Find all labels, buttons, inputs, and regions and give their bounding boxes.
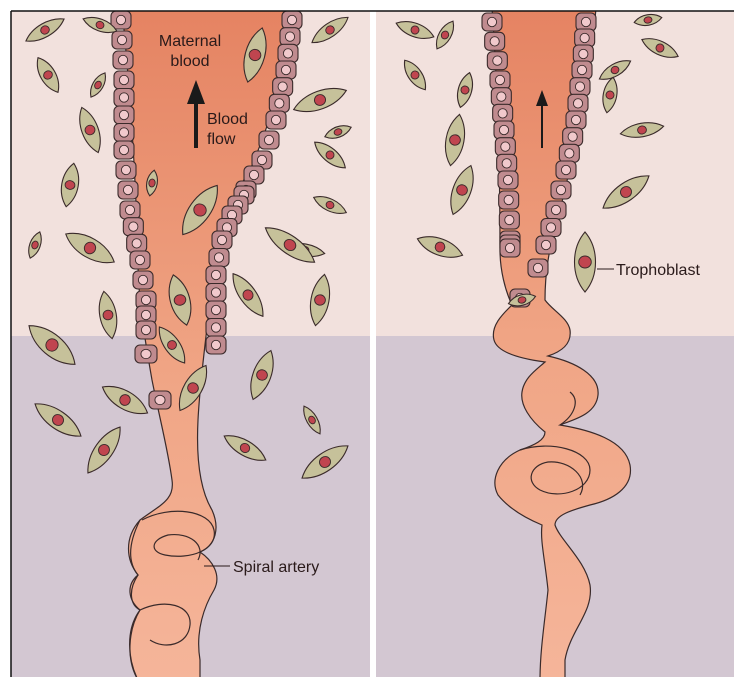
endothelial-cell: [566, 111, 586, 129]
endothelial-cell: [133, 271, 153, 289]
endothelial-cell: [206, 319, 226, 337]
endothelial-cell: [490, 71, 510, 89]
blood-flow-label: Blood: [207, 111, 248, 128]
endothelial-cell: [280, 28, 300, 46]
endothelial-cell: [485, 32, 505, 50]
endothelial-cell: [273, 78, 293, 96]
endothelial-cell: [206, 284, 226, 302]
blood-flow-label-2: flow: [207, 131, 236, 148]
endothelial-cell: [572, 61, 592, 79]
endothelial-cell: [114, 71, 134, 89]
endothelial-cell: [259, 131, 279, 149]
endothelial-cell: [499, 211, 519, 229]
endothelial-cell: [111, 11, 131, 29]
endothelial-cell: [135, 345, 157, 363]
endothelial-cell: [536, 236, 556, 254]
endothelial-cell: [114, 89, 134, 107]
endothelial-cell: [541, 219, 561, 237]
endothelial-cell: [114, 106, 134, 124]
endothelial-cell: [559, 144, 579, 162]
endothelial-cell: [498, 171, 518, 189]
endothelial-cell: [576, 13, 596, 31]
endothelial-cell: [206, 336, 226, 354]
endothelial-cell: [568, 94, 588, 112]
endothelial-cell: [149, 391, 171, 409]
endothelial-cell: [491, 88, 511, 106]
endothelial-cell: [497, 154, 517, 172]
right-panel: Trophoblast: [376, 8, 734, 677]
endothelial-cell: [551, 181, 571, 199]
endothelial-cell: [113, 51, 133, 69]
endothelial-cell: [112, 31, 132, 49]
endothelial-cell: [123, 218, 143, 236]
endothelial-cell: [127, 234, 147, 252]
panel-divider: [370, 11, 376, 677]
endothelial-cell: [500, 239, 520, 257]
endothelial-cell: [528, 259, 548, 277]
endothelial-cell: [114, 141, 134, 159]
endothelial-cell: [209, 249, 229, 267]
endothelial-cell: [499, 191, 519, 209]
endothelial-cell: [282, 11, 302, 29]
endothelial-cell: [495, 138, 515, 156]
endothelial-cell: [278, 44, 298, 62]
trophoblast-label: Trophoblast: [616, 262, 700, 279]
endothelial-cell: [493, 104, 513, 122]
maternal-blood-label: Maternal: [159, 33, 221, 50]
endothelial-cell: [573, 45, 593, 63]
endothelial-cell: [136, 321, 156, 339]
endothelial-cell: [114, 124, 134, 142]
endothelial-cell: [266, 111, 286, 129]
endothelial-cell: [546, 201, 566, 219]
endothelial-cell: [130, 251, 150, 269]
endothelial-cell: [206, 301, 226, 319]
endothelial-cell: [269, 94, 289, 112]
left-panel: Maternal blood Blood flow Spiral artery: [11, 8, 370, 677]
endothelial-cell: [212, 231, 232, 249]
endothelial-cell: [575, 29, 595, 47]
endothelial-cell: [206, 266, 226, 284]
endothelial-cell: [116, 161, 136, 179]
endothelial-cell: [487, 52, 507, 70]
endothelial-cell: [570, 78, 590, 96]
endothelial-cell: [494, 121, 514, 139]
endothelial-cell: [276, 61, 296, 79]
endothelial-cell: [556, 161, 576, 179]
endothelial-cell: [118, 181, 138, 199]
endothelial-cell: [482, 13, 502, 31]
endothelial-cell: [120, 201, 140, 219]
endothelial-cell: [563, 128, 583, 146]
maternal-blood-label-2: blood: [170, 53, 209, 70]
spiral-artery-label: Spiral artery: [233, 559, 319, 576]
